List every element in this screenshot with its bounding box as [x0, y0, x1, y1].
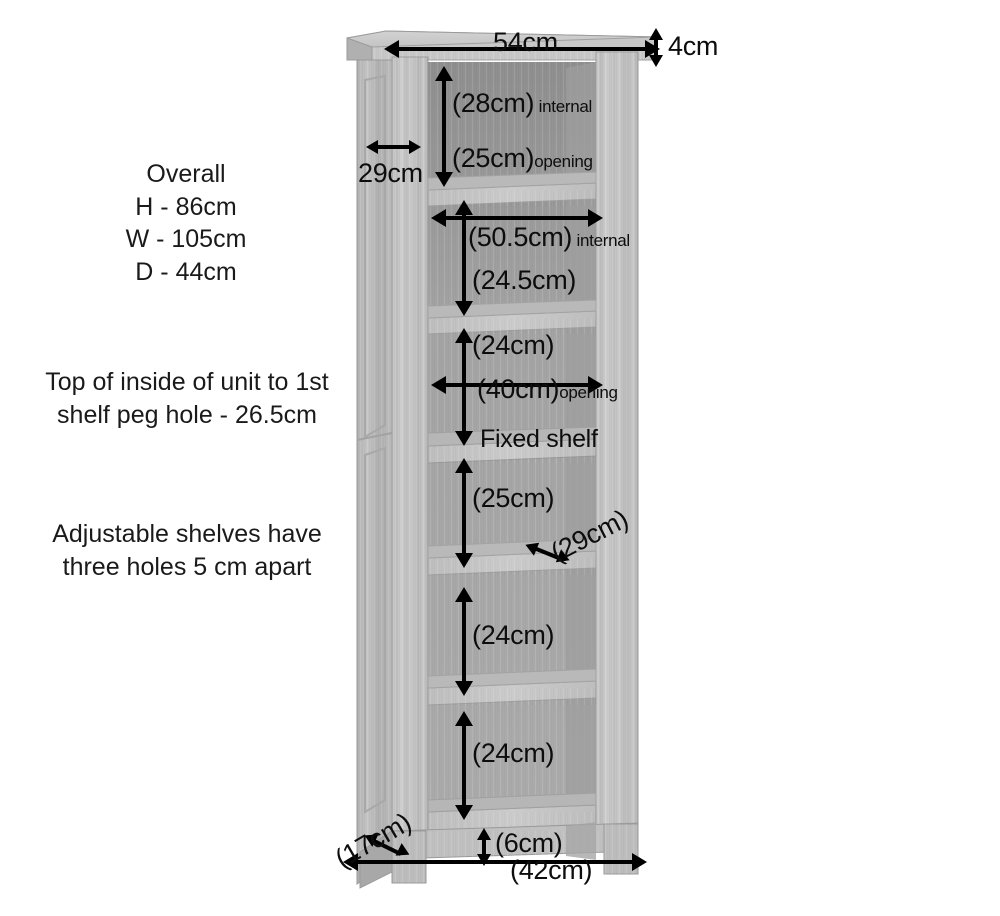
note-peg-hole: Top of inside of unit to 1st shelf peg h…	[45, 368, 329, 429]
dim-line-bay4-height	[462, 467, 466, 559]
arrow-bay6-up	[455, 711, 473, 726]
shelf-2	[427, 299, 597, 335]
note-overall-dimensions: Overall H - 86cm W - 105cm D - 44cm	[125, 160, 247, 286]
dim-label-top-width: 54cm	[493, 27, 558, 57]
dim-value-bay1-opening: (25cm)	[452, 143, 535, 173]
arrow-side-depth-left	[366, 140, 378, 154]
arrow-bay2-down	[455, 301, 473, 316]
dim-line-base-width	[355, 860, 635, 864]
arrow-bay3-width-left	[431, 376, 446, 394]
dim-line-side-depth	[376, 145, 412, 149]
arrow-bay3-up	[455, 328, 473, 343]
dim-label-bay1-opening: (25cm)opening	[452, 143, 593, 174]
dim-label-bay3-height: (24cm)	[472, 330, 555, 360]
dim-line-bay1-height	[442, 75, 446, 178]
dim-value-bay3-opening: (40cm)	[477, 374, 560, 404]
dim-line-bay2-height	[462, 209, 466, 307]
arrow-bay5-up	[455, 587, 473, 602]
arrow-base-width-right	[632, 853, 647, 871]
arrow-base-width-left	[343, 853, 358, 871]
arrow-bay2-up	[455, 200, 473, 215]
dim-line-bay2-width	[443, 216, 591, 220]
arrow-side-depth-right	[409, 140, 421, 154]
arrow-bay5-down	[455, 681, 473, 696]
dim-label-bay2-height: (24.5cm)	[472, 265, 577, 295]
note-adjustable-shelves: Adjustable shelves have three holes 5 cm…	[52, 520, 322, 581]
dim-suffix-bay1-opening: opening	[534, 152, 593, 171]
shelf-1	[427, 171, 597, 207]
arrow-bay4-down	[455, 553, 473, 568]
dim-label-top-thickness: 4cm	[668, 31, 719, 61]
dim-suffix-bay2-internal: internal	[572, 231, 631, 250]
dim-suffix-bay3-opening: opening	[559, 383, 618, 402]
dim-label-bay1-internal: (28cm) internal	[452, 88, 592, 119]
arrow-top-thickness-down	[649, 55, 663, 67]
dim-label-base-width: (42cm)	[510, 855, 593, 885]
dim-line-bay3-height	[462, 337, 466, 437]
dim-label-bay2-internal: (50.5cm) internal	[468, 222, 630, 253]
dim-label-bay3-opening: (40cm)opening	[477, 374, 618, 405]
arrow-bay4-up	[455, 458, 473, 473]
arrow-top-thickness-up	[649, 28, 663, 40]
dim-line-bay3-width	[443, 383, 591, 387]
foot-front-right	[603, 823, 639, 875]
arrow-top-width-left	[384, 40, 399, 58]
arrow-bay2-width-left	[431, 209, 446, 227]
arrow-plinth-up	[477, 828, 491, 840]
dim-value-bay1-internal: (28cm)	[452, 88, 535, 118]
dim-line-bay6-height	[462, 720, 466, 810]
dim-line-bay5-height	[462, 596, 466, 686]
left-front-stile	[391, 56, 429, 840]
shelf-5	[427, 668, 597, 706]
dim-suffix-bay1-internal: internal	[534, 97, 593, 116]
right-front-stile	[595, 51, 639, 853]
arrow-bay3-down	[455, 431, 473, 446]
dim-label-bay4-height: (25cm)	[472, 483, 555, 513]
dim-label-bay6-height: (24cm)	[472, 738, 555, 768]
dim-label-bay5-height: (24cm)	[472, 620, 555, 650]
dim-line-top-thickness	[654, 37, 658, 59]
dim-label-plinth-height: (6cm)	[495, 828, 563, 858]
dim-line-top-width	[396, 47, 648, 51]
arrow-bay1-up	[435, 66, 453, 81]
dim-value-bay2-internal: (50.5cm)	[468, 222, 573, 252]
foot-back-right	[566, 822, 596, 860]
foot-front-left	[391, 830, 427, 884]
label-fixed-shelf: Fixed shelf	[480, 425, 598, 453]
dim-line-plinth-height	[482, 836, 486, 858]
dim-label-side-depth: 29cm	[358, 158, 423, 188]
arrow-bay1-down	[435, 172, 453, 187]
left-side-panel	[356, 59, 393, 857]
arrow-bay6-down	[455, 805, 473, 820]
arrow-bay2-width-right	[588, 209, 603, 227]
arrow-bay3-width-right	[588, 376, 603, 394]
